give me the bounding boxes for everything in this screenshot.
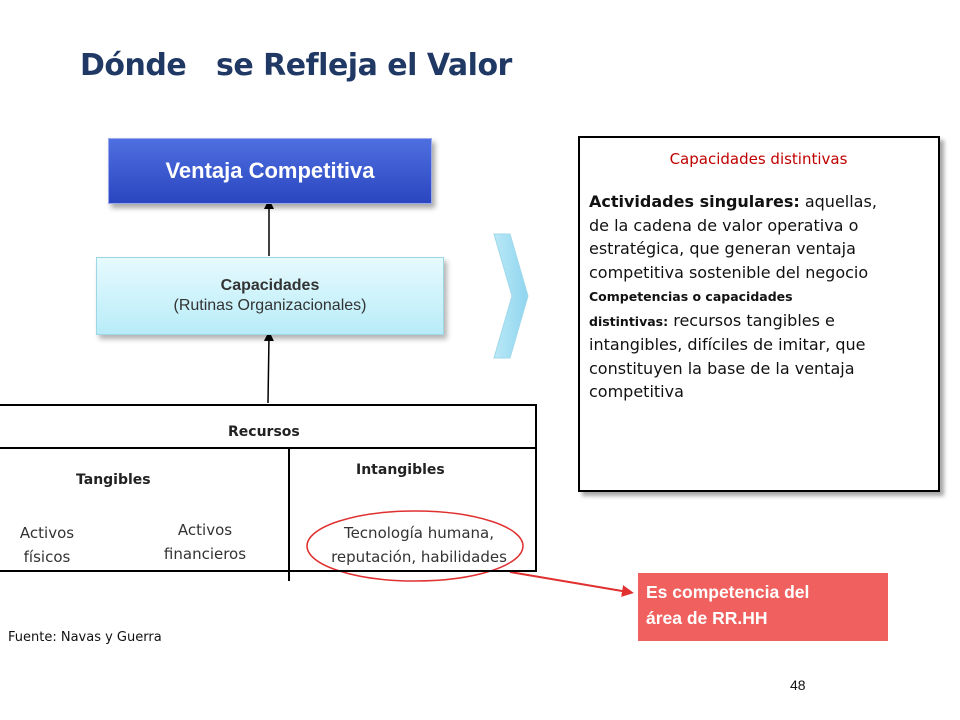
info-line: de la cadena de valor operativa o — [589, 215, 859, 235]
activos-financieros-line-2: financieros — [163, 545, 247, 563]
tangibles-header: Tangibles — [76, 472, 151, 488]
capacidades-title: Capacidades — [220, 277, 320, 294]
rrhh-line-1: Es competencia del — [646, 582, 810, 602]
tecnologia-line-2: reputación, habilidades — [331, 548, 507, 566]
actividades-rest: aquellas, — [799, 192, 877, 211]
activos-fisicos-line-1: Activos — [19, 524, 75, 542]
info-line: estratégica, que generan ventaja — [589, 239, 856, 258]
tecnologia-line-1: Tecnología humana, — [343, 524, 495, 542]
competencias-line: Competencias o capacidades — [589, 284, 928, 309]
competencias-term: Competencias o capacidades — [589, 289, 793, 304]
distintivas-line: distintivas: recursos tangibles e — [589, 309, 928, 334]
intangibles-header: Intangibles — [356, 462, 445, 478]
capacidades-subtitle: (Rutinas Organizacionales) — [173, 297, 367, 314]
actividades-line: Actividades singulares: aquellas, — [589, 190, 928, 214]
chevron-shape — [493, 233, 529, 359]
slide-title: Dónde se Refleja el Valor — [80, 48, 512, 83]
page-number: 48 — [790, 677, 806, 693]
info-line: constituyen la base de la ventaja — [589, 358, 855, 378]
recursos-table — [0, 404, 537, 572]
activos-financieros-cell: Activos financieros — [150, 518, 260, 566]
highlight-ellipse — [306, 510, 524, 582]
rrhh-line-2: área de RR.HH — [646, 608, 768, 628]
activos-fisicos-cell: Activos físicos — [10, 521, 84, 569]
info-line: intangibles, difíciles de imitar, que — [589, 335, 866, 354]
arrow-recursos-to-capacidades — [263, 331, 274, 404]
ventaja-competitiva-box: Ventaja Competitiva — [108, 138, 432, 204]
distintivas-term: distintivas: — [589, 313, 669, 329]
capacidades-distintivas-box: Capacidades distintivas Actividades sing… — [578, 136, 940, 492]
recursos-table-divider — [0, 447, 537, 449]
actividades-term: Actividades singulares: — [589, 192, 800, 211]
capacidades-distintivas-heading: Capacidades distintivas — [669, 150, 848, 168]
source-citation: Fuente: Navas y Guerra — [8, 630, 162, 645]
activos-fisicos-line-2: físicos — [23, 548, 71, 566]
distintivas-rest: recursos tangibles e — [668, 310, 835, 330]
capacidades-box: Capacidades (Rutinas Organizacionales) — [96, 257, 444, 335]
recursos-table-vertical-divider — [288, 447, 290, 581]
info-line: competitiva — [589, 382, 684, 401]
ventaja-competitiva-label: Ventaja Competitiva — [165, 158, 375, 183]
rrhh-callout-box: Es competencia del área de RR.HH — [638, 573, 888, 641]
arrow-to-rrhh — [509, 571, 634, 597]
recursos-header: Recursos — [228, 424, 300, 440]
tecnologia-cell: Tecnología humana, reputación, habilidad… — [306, 521, 532, 569]
info-line: competitiva sostenible del negocio — [589, 262, 869, 282]
activos-financieros-line-1: Activos — [177, 521, 233, 539]
